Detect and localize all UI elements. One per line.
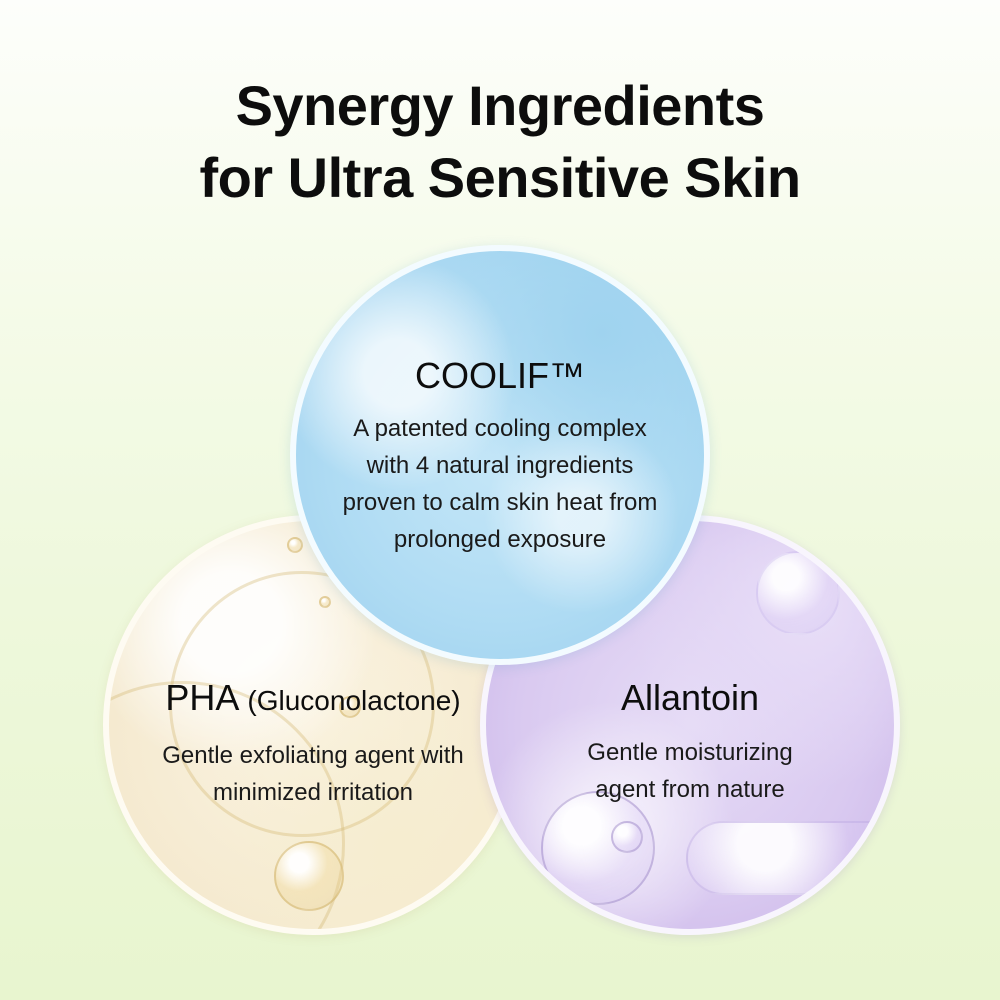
oil-bubble-image xyxy=(287,537,303,553)
allantoin-description: Gentle moisturizing agent from nature xyxy=(486,734,894,808)
gel-drop-image xyxy=(686,821,894,895)
title-line-1: Synergy Ingredients xyxy=(235,74,765,137)
allantoin-description-line: agent from nature xyxy=(595,776,785,803)
pha-description-line: Gentle exfoliating agent with xyxy=(162,742,464,769)
oil-bubble-image xyxy=(339,696,361,718)
gel-drop-image xyxy=(756,551,840,635)
oil-bubble-image xyxy=(274,841,344,911)
gel-drop-image xyxy=(611,821,643,853)
title-line-2: for Ultra Sensitive Skin xyxy=(199,146,801,209)
coolif-description-line: with 4 natural ingredients xyxy=(366,452,634,479)
coolif-description-line: prolonged exposure xyxy=(393,526,607,553)
oil-bubble-image xyxy=(319,596,331,608)
coolif-description-line: A patented cooling complex xyxy=(353,415,647,442)
pha-name: PHA (Gluconolactone) xyxy=(109,676,517,723)
coolif-description: A patented cooling complex with 4 natura… xyxy=(296,410,704,558)
coolif-description-line: proven to calm skin heat from xyxy=(342,489,658,516)
pha-description: Gentle exfoliating agent with minimized … xyxy=(109,737,517,811)
allantoin-description-line: Gentle moisturizing xyxy=(587,739,793,766)
coolif-ingredient-circle: COOLIF™ A patented cooling complex with … xyxy=(290,245,710,665)
pha-name-suffix: (Gluconolactone) xyxy=(247,685,461,716)
pha-name-main: PHA xyxy=(165,677,238,718)
pha-description-line: minimized irritation xyxy=(212,779,414,806)
page-title: Synergy Ingredients for Ultra Sensitive … xyxy=(0,70,1000,214)
allantoin-name: Allantoin xyxy=(620,677,760,718)
allantoin-ingredient-circle: Allantoin Gentle moisturizing agent from… xyxy=(480,515,900,935)
coolif-name: COOLIF™ xyxy=(414,355,585,396)
